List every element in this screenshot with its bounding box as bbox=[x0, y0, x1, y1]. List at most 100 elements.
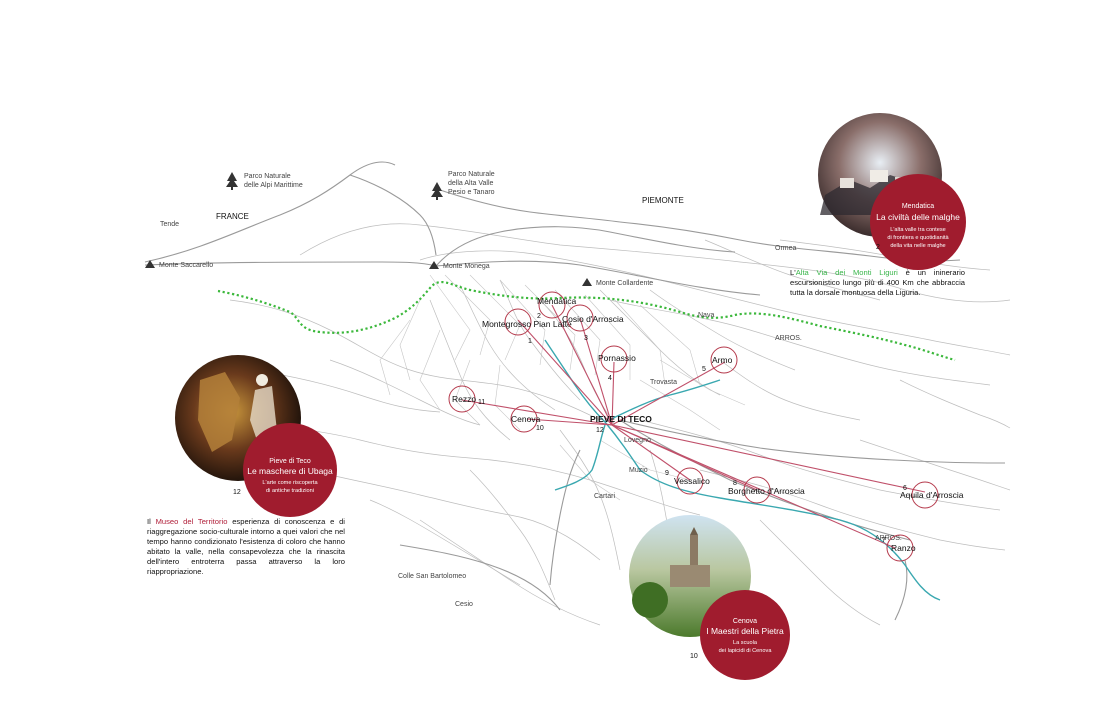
ridge-hatching bbox=[379, 274, 746, 501]
tree-icon bbox=[226, 172, 238, 190]
town-cenova[interactable]: Cenova 10 bbox=[510, 405, 544, 433]
svg-text:Cenova: Cenova bbox=[511, 414, 541, 424]
rivers bbox=[544, 339, 941, 601]
town-vessalico[interactable]: Vessalico 9 bbox=[665, 467, 710, 495]
svg-text:dei lapicidi di Cenova: dei lapicidi di Cenova bbox=[719, 648, 773, 654]
label-cesio: Cesio bbox=[455, 601, 473, 608]
park-alta-valle: Parco Naturale della Alta Valle Pesio e … bbox=[431, 171, 495, 200]
label-river-2: ARROS. bbox=[875, 535, 902, 542]
label-ormea: Ormea bbox=[775, 245, 797, 252]
town-mendatica[interactable]: Mendatica 2 bbox=[537, 291, 576, 320]
mendatica-badge bbox=[870, 174, 966, 270]
svg-text:Pornassio: Pornassio bbox=[598, 353, 636, 363]
svg-text:6: 6 bbox=[903, 485, 907, 492]
svg-text:Cenova: Cenova bbox=[733, 618, 757, 625]
label-colle-san-bartolomeo: Colle San Bartolomeo bbox=[398, 573, 466, 580]
routes bbox=[461, 304, 926, 549]
svg-text:di frontiera e quotidianità: di frontiera e quotidianità bbox=[887, 235, 949, 241]
svg-text:Cosio d'Arroscia: Cosio d'Arroscia bbox=[562, 314, 624, 324]
svg-text:L'alta valle tra contese: L'alta valle tra contese bbox=[890, 227, 945, 233]
svg-text:Vessalico: Vessalico bbox=[674, 476, 710, 486]
svg-text:10: 10 bbox=[690, 653, 698, 660]
alta-via-trail bbox=[217, 280, 956, 362]
svg-text:I Maestri della Pietra: I Maestri della Pietra bbox=[706, 626, 784, 636]
feature-pieve[interactable]: Pieve di Teco Le maschere di Ubaga L'art… bbox=[175, 355, 337, 517]
svg-text:della Alta Valle: della Alta Valle bbox=[448, 180, 494, 187]
tree-icon bbox=[431, 182, 443, 200]
svg-text:Le maschere di Ubaga: Le maschere di Ubaga bbox=[247, 466, 333, 476]
museum-description: Il Museo del Territorio esperienza di co… bbox=[147, 517, 345, 576]
pieve-badge bbox=[243, 423, 337, 517]
svg-text:Monte Monega: Monte Monega bbox=[443, 263, 490, 270]
mountain-icon bbox=[145, 260, 155, 268]
svg-text:Borghetto d'Arroscia: Borghetto d'Arroscia bbox=[728, 486, 805, 496]
town-cosio[interactable]: Cosio d'Arroscia 3 bbox=[562, 304, 624, 342]
svg-text:Ranzo: Ranzo bbox=[891, 543, 916, 553]
cenova-badge bbox=[700, 590, 790, 680]
label-river-1: ARROS. bbox=[775, 335, 802, 342]
label-lovegno: Lovegno bbox=[624, 437, 651, 444]
svg-text:10: 10 bbox=[536, 425, 544, 432]
svg-text:di antiche tradizioni: di antiche tradizioni bbox=[266, 488, 314, 494]
peak-collardente: Monte Collardente bbox=[582, 278, 653, 287]
hub-label: PIEVE DI TECO bbox=[590, 414, 652, 424]
region-labels: FRANCE PIEMONTE Tende Ormea Nava Cartari… bbox=[160, 196, 902, 608]
svg-text:della vita nelle malghe: della vita nelle malghe bbox=[890, 243, 945, 249]
peak-monega: Monte Monega bbox=[429, 261, 490, 270]
svg-text:9: 9 bbox=[665, 470, 669, 477]
svg-text:Pieve di Teco: Pieve di Teco bbox=[269, 458, 311, 465]
svg-text:Montegrosso Pian Latte: Montegrosso Pian Latte bbox=[482, 319, 572, 329]
svg-text:L'arte come riscoperta: L'arte come riscoperta bbox=[262, 480, 318, 486]
label-france: FRANCE bbox=[216, 212, 249, 221]
mountain-icon bbox=[429, 261, 439, 269]
svg-text:Monte Collardente: Monte Collardente bbox=[596, 280, 653, 287]
svg-text:Mendatica: Mendatica bbox=[537, 296, 576, 306]
town-rezzo[interactable]: Rezzo 11 bbox=[448, 385, 485, 413]
label-tende: Tende bbox=[160, 221, 179, 228]
svg-text:Rezzo: Rezzo bbox=[452, 394, 476, 404]
mountain-icon bbox=[582, 278, 592, 286]
town-markers[interactable]: Mendatica 2 Montegrosso Pian Latte 1 Cos… bbox=[448, 291, 964, 562]
svg-text:4: 4 bbox=[608, 375, 612, 382]
svg-text:12: 12 bbox=[233, 489, 241, 496]
svg-text:delle Alpi Marittime: delle Alpi Marittime bbox=[244, 182, 303, 189]
hub-pieve-di-teco[interactable]: PIEVE DI TECO 12 bbox=[590, 414, 652, 434]
svg-text:Mendatica: Mendatica bbox=[902, 203, 934, 210]
hub-number: 12 bbox=[596, 427, 604, 434]
feature-cenova[interactable]: Cenova I Maestri della Pietra La scuola … bbox=[629, 515, 790, 680]
label-muzio: Muzio bbox=[629, 467, 648, 474]
svg-text:2: 2 bbox=[876, 244, 880, 251]
svg-text:Armo: Armo bbox=[712, 355, 733, 365]
feature-mendatica[interactable]: Mendatica La civiltà delle malghe L'alta… bbox=[818, 113, 966, 270]
svg-text:Parco Naturale: Parco Naturale bbox=[244, 173, 291, 180]
svg-text:La civiltà delle malghe: La civiltà delle malghe bbox=[876, 212, 960, 222]
svg-text:8: 8 bbox=[733, 480, 737, 487]
park-alpi-marittime: Parco Naturale delle Alpi Marittime bbox=[226, 172, 303, 190]
museum-name: Museo del Territorio bbox=[155, 517, 228, 526]
label-piemonte: PIEMONTE bbox=[642, 196, 684, 205]
alta-via-description: L'Alta Via dei Monti Liguri è un ininera… bbox=[790, 268, 965, 297]
svg-text:Pesio e Tanaro: Pesio e Tanaro bbox=[448, 189, 495, 196]
town-montegrosso[interactable]: Montegrosso Pian Latte 1 bbox=[482, 308, 572, 345]
svg-text:2: 2 bbox=[537, 313, 541, 320]
town-aquila[interactable]: Aquila d'Arroscia 6 bbox=[900, 481, 964, 509]
town-pornassio[interactable]: Pornassio 4 bbox=[598, 345, 636, 382]
peak-saccarello: Monte Saccarello bbox=[145, 260, 213, 269]
svg-text:Parco Naturale: Parco Naturale bbox=[448, 171, 495, 178]
svg-text:Aquila d'Arroscia: Aquila d'Arroscia bbox=[900, 490, 964, 500]
town-ranzo[interactable]: Ranzo 7 bbox=[882, 534, 916, 562]
town-armo[interactable]: Armo 5 bbox=[702, 346, 738, 374]
label-cartari: Cartari bbox=[594, 493, 615, 500]
svg-text:7: 7 bbox=[882, 537, 886, 544]
svg-text:Monte Saccarello: Monte Saccarello bbox=[159, 262, 213, 269]
svg-text:3: 3 bbox=[584, 335, 588, 342]
svg-text:5: 5 bbox=[702, 366, 706, 373]
svg-text:11: 11 bbox=[478, 399, 485, 406]
label-trovasta: Trovasta bbox=[650, 379, 677, 386]
alta-via-name: Alta Via dei Monti Liguri bbox=[795, 268, 898, 277]
svg-text:1: 1 bbox=[528, 338, 532, 345]
label-nava: Nava bbox=[698, 312, 714, 319]
town-borghetto[interactable]: Borghetto d'Arroscia 8 bbox=[728, 476, 805, 504]
svg-text:La scuola: La scuola bbox=[733, 640, 758, 646]
